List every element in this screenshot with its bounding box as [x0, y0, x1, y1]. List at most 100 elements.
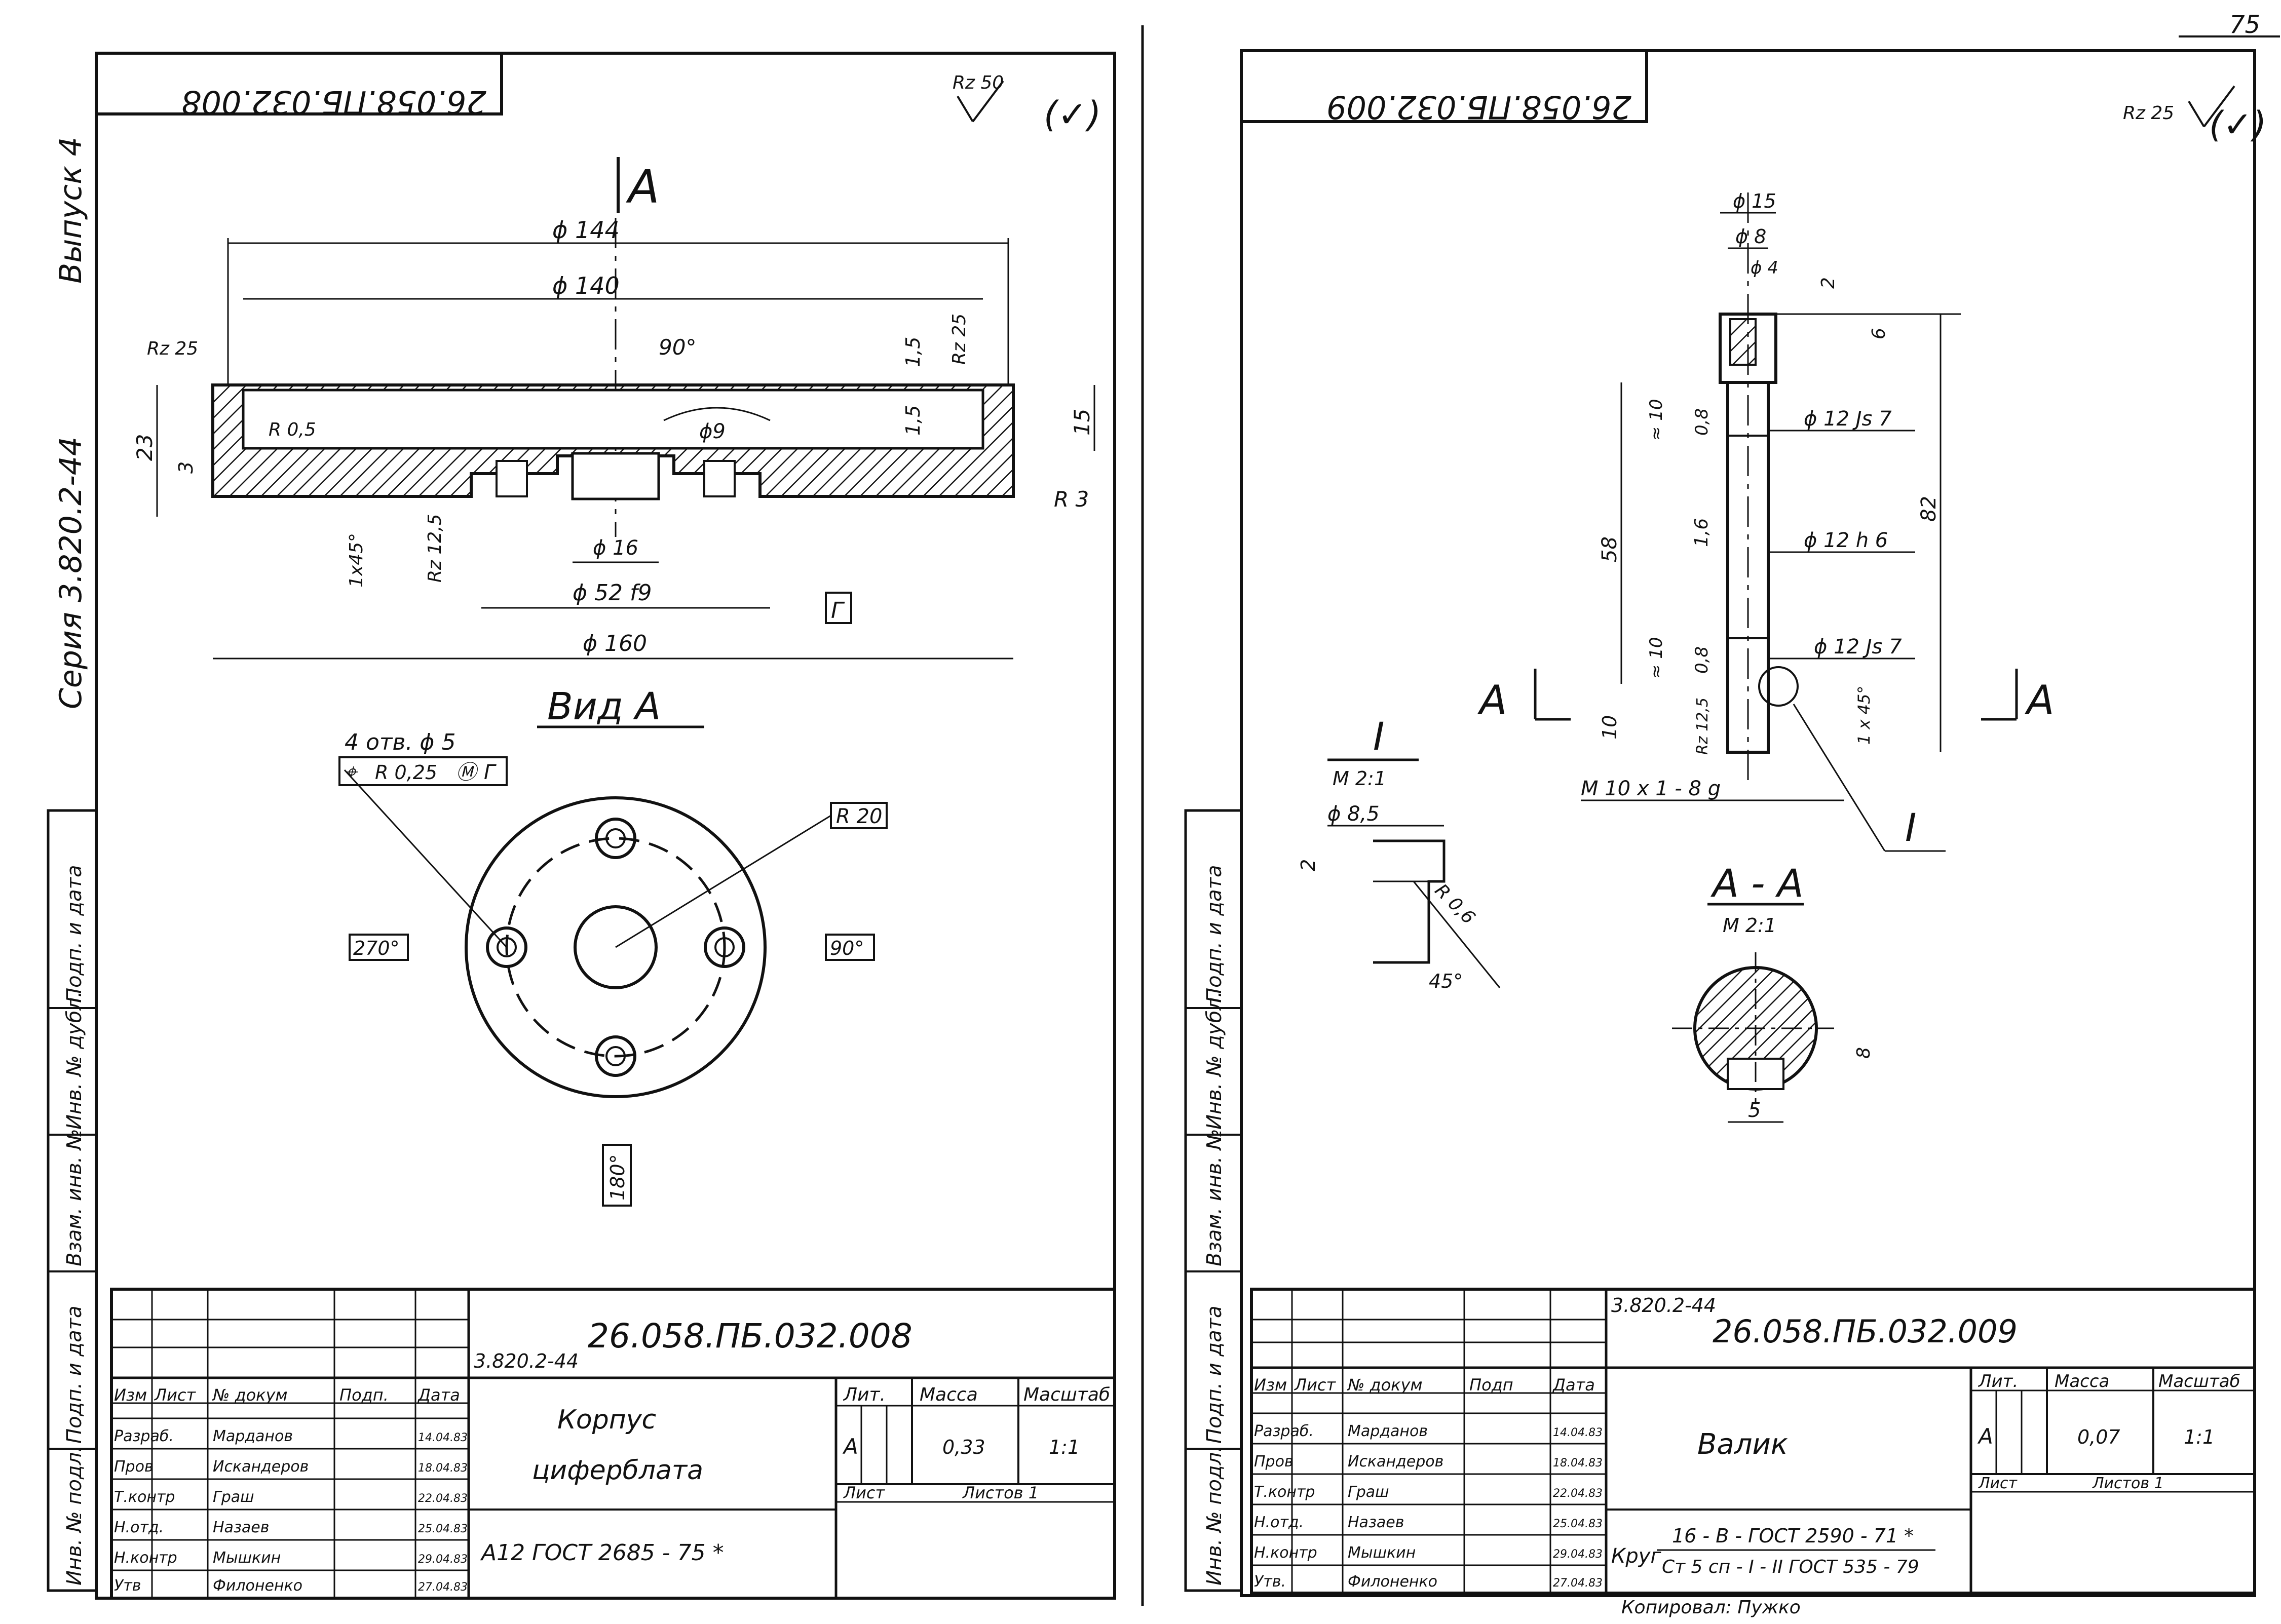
right-row1-date: 14.04.83 [1553, 1426, 1603, 1439]
detail-d85: ϕ 8,5 [1327, 802, 1380, 826]
left-row3-role: Т.контр [114, 1488, 175, 1506]
stamp-label-5: Инв. № подл. [63, 1446, 86, 1586]
dim-s-r08b: 0,8 [1692, 646, 1712, 674]
dim-s-chamfer: 1 x 45° [1854, 686, 1874, 745]
left-row6-role: Утв [114, 1577, 141, 1595]
dim-d9: ϕ9 [699, 420, 726, 443]
right-row2-role: Пров [1254, 1453, 1294, 1471]
left-mass: 0,33 [942, 1436, 985, 1458]
stamp-label-2: Инв. № дубл. [63, 991, 86, 1130]
dim-h15: 15 [1070, 409, 1094, 436]
right-scale-label: Масштаб [2158, 1371, 2240, 1391]
detail-45: 45° [1429, 970, 1463, 992]
right-row2-date: 18.04.83 [1553, 1457, 1603, 1470]
dim-h23: 23 [132, 434, 157, 461]
r-stamp-label-4: Подп. и дата [1203, 1306, 1226, 1444]
left-series-code: 3.820.2-44 [474, 1350, 579, 1372]
left-row2-name: Искандеров [213, 1458, 309, 1476]
right-lit-label: Лит. [1978, 1371, 2018, 1391]
detail-mark: I [1905, 805, 1916, 850]
dim-s-d8: ϕ 8 [1735, 225, 1766, 248]
left-row5-date: 29.04.83 [418, 1553, 468, 1566]
dim-s-d12h6: ϕ 12 h 6 [1804, 529, 1888, 552]
left-row1-name: Марданов [213, 1427, 293, 1445]
right-row5-date: 29.04.83 [1553, 1548, 1603, 1561]
dim-s-thread: М 10 x 1 - 8 g [1581, 777, 1721, 800]
right-row6-role: Утв. [1254, 1573, 1286, 1591]
view-a: Вид А 4 отв. ϕ 5 ⌖ R 0,25 Ⓜ Г R 20 270° … [338, 685, 888, 1207]
dim-s-d12js7a: ϕ 12 Js 7 [1804, 407, 1892, 431]
left-scale-label: Масштаб [1023, 1384, 1110, 1405]
left-lit-label: Лит. [843, 1384, 886, 1405]
left-row1-role: Разраб. [114, 1427, 174, 1445]
right-roughness-mark: (✓) [2209, 104, 2266, 145]
holes-label: 4 отв. ϕ 5 [345, 729, 455, 755]
dim-s-v6: 6 [1869, 328, 1889, 339]
left-row5-name: Мышкин [213, 1549, 281, 1567]
left-sheets-label: Листов 1 [962, 1483, 1039, 1502]
dim-d16: ϕ 16 [593, 536, 638, 560]
dim-r05: R 0,5 [269, 419, 316, 440]
tol-value: R 0,25 [375, 761, 437, 784]
view-a-title: Вид А [547, 685, 661, 728]
left-row4-name: Назаев [213, 1519, 269, 1536]
dim-rz25b: Rz 25 [949, 314, 970, 365]
right-mass: 0,07 [2077, 1426, 2120, 1448]
tol-datum: Г [484, 761, 497, 784]
right-row3-date: 22.04.83 [1553, 1487, 1603, 1500]
dim-s-r16: 1,6 [1691, 518, 1712, 547]
dim-s-rz125: Rz 12,5 [1694, 698, 1712, 755]
right-col-sign: Подп [1469, 1375, 1513, 1395]
housing-section-view: A ϕ 144 ϕ 140 90° ϕ9 1,5 1,5 Rz 25 23 3 … [132, 157, 1095, 660]
right-row3-name: Граш [1348, 1483, 1389, 1501]
datum-g: Г [831, 598, 845, 624]
right-row1-name: Марданов [1348, 1422, 1428, 1440]
dim-s-v2: 2 [1818, 277, 1839, 289]
left-roughness-mark: (✓) [1044, 94, 1101, 135]
right-col-date: Дата [1552, 1375, 1595, 1395]
left-title-block: 26.058.ПБ.032.008 3.820.2-44 Изм Лист № … [110, 1288, 1116, 1600]
dim-90deg: 90° [659, 335, 696, 360]
section-aa: А - А М 2:1 5 8 [1672, 861, 1874, 1123]
dim-s-d12js7b: ϕ 12 Js 7 [1814, 635, 1902, 659]
right-row4-role: Н.отд. [1254, 1514, 1304, 1531]
dim-d160: ϕ 160 [583, 631, 647, 656]
r-stamp-label-1: Взам. инв. № [1203, 1129, 1226, 1266]
left-row3-date: 22.04.83 [418, 1492, 468, 1505]
dim-rz25a: Rz 25 [147, 338, 198, 359]
right-col-list: Лист [1294, 1375, 1336, 1395]
tol-modifier: Ⓜ [456, 761, 479, 784]
left-row6-name: Филоненко [213, 1577, 302, 1595]
detail-v2: 2 [1297, 859, 1319, 871]
right-series-code: 3.820.2-44 [1611, 1294, 1716, 1317]
section-w5: 5 [1748, 1099, 1761, 1122]
r-stamp-label-5: Инв. № подл. [1203, 1446, 1226, 1586]
left-material: А12 ГОСТ 2685 - 75 * [480, 1540, 724, 1566]
dim-s-r08a: 0,8 [1692, 408, 1712, 436]
left-sheet: 26.058.ПБ.032.008 Rz 50 (✓) Выпуск 4 Сер… [47, 52, 1116, 1600]
detail-r06: R 0,6 [1431, 880, 1479, 928]
r-stamp-label-3: Подп. и дата [1203, 865, 1226, 1003]
dim-s-v10b: ≈ 10 [1646, 637, 1666, 679]
mount-holes [486, 818, 745, 1077]
left-row3-name: Граш [213, 1488, 254, 1506]
left-name-1: Корпус [557, 1405, 656, 1435]
right-row4-name: Назаев [1348, 1514, 1404, 1531]
series-label: Серия 3.820.2-44 [53, 437, 89, 709]
left-roughness-label: Rz 50 [953, 72, 1004, 93]
dim-s-h58: 58 [1598, 536, 1621, 562]
dim-chamfer: 1x45° [346, 533, 367, 588]
right-sheet-label: Лист [1978, 1475, 2018, 1492]
dim-d52: ϕ 52 f9 [573, 580, 652, 606]
copied-by: Копировал: Пужко [1621, 1597, 1801, 1618]
right-row5-role: Н.контр [1254, 1544, 1317, 1562]
left-row4-role: Н.отд. [114, 1519, 164, 1536]
right-row6-date: 27.04.83 [1553, 1577, 1603, 1590]
r-stamp-label-2: Инв. № дубл. [1203, 991, 1226, 1130]
dim-s-d4: ϕ 4 [1751, 258, 1778, 278]
right-material-1: 16 - В - ГОСТ 2590 - 71 * [1672, 1525, 1914, 1547]
right-roughness-label: Rz 25 [2123, 103, 2174, 124]
left-sheet-label: Лист [843, 1483, 885, 1502]
right-stamp-column: Взам. инв. № Инв. № дубл. Подп. и дата П… [1184, 809, 1243, 1592]
